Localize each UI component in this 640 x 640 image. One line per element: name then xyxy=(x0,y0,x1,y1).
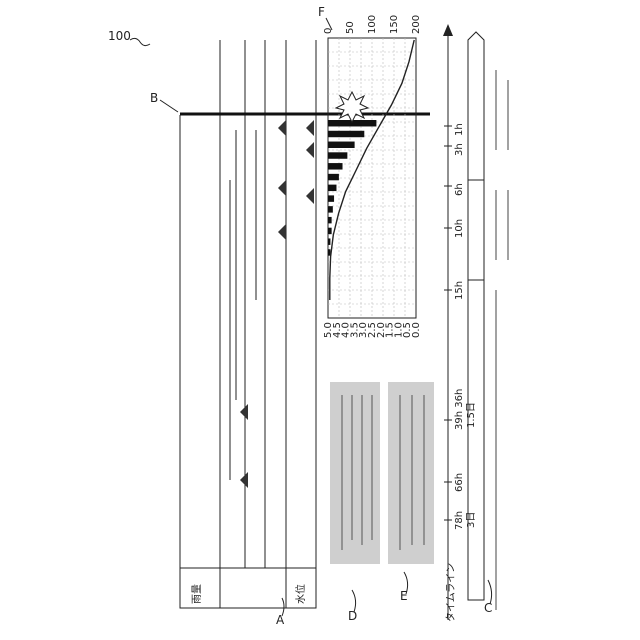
figure-number-leader xyxy=(130,38,150,45)
timeline-tick-label: 39h 36h xyxy=(454,389,465,430)
timeline-tick-label: 6h xyxy=(454,183,465,196)
info-box-e xyxy=(388,382,434,564)
callout-d: D xyxy=(348,609,357,623)
gauge-rain-ticks: 0 50 100 150 200 xyxy=(323,15,422,34)
alert-burst xyxy=(336,92,368,122)
rain-bar xyxy=(328,217,332,223)
callout-a: A xyxy=(276,613,285,627)
timeline-arrowhead xyxy=(443,24,453,36)
figure-number: 100 xyxy=(108,29,131,43)
rain-bar xyxy=(328,131,364,137)
rain-bar xyxy=(328,249,330,255)
row-lines xyxy=(180,40,316,568)
triangle-markers xyxy=(240,120,314,488)
timeline-tick-label: 78h xyxy=(454,511,465,530)
timeline-tick-label: 10h xyxy=(454,219,465,238)
timeline-tick-label: 15h xyxy=(454,281,465,300)
right-column-text xyxy=(496,70,508,610)
rain-tick-label: 100 xyxy=(367,15,378,34)
rain-tick-label: 50 xyxy=(345,21,356,34)
timeline-ticks: 78h 66h 39h 36h 15h 10h 6h 3h 1h xyxy=(444,123,465,530)
timeline-tick-label: 1h xyxy=(454,123,465,136)
callout-c: C xyxy=(484,601,492,615)
rainfall-section-label: 雨量 xyxy=(191,584,203,604)
rain-bar xyxy=(328,163,343,169)
rain-bar xyxy=(328,152,347,158)
rain-tick-label: 200 xyxy=(411,15,422,34)
gauge-level-ticks: 0.00.51.01.52.02.53.03.54.04.55.0 xyxy=(323,322,422,338)
rain-bar xyxy=(328,174,339,180)
rain-tick-label: 150 xyxy=(389,15,400,34)
rain-bar xyxy=(328,206,333,212)
rain-bar xyxy=(328,195,334,201)
rain-tick-label: 0 xyxy=(323,28,334,34)
timeline-tick-label: 66h xyxy=(454,473,465,492)
timeline-tick-label: 3h xyxy=(454,143,465,156)
level-tick-label: 5.0 xyxy=(323,322,334,338)
leader-b xyxy=(160,100,178,112)
timeline-label: タイムライン xyxy=(445,563,457,622)
rain-bar xyxy=(328,142,355,148)
water-level-section-label: 水位 xyxy=(294,584,307,604)
rain-bar xyxy=(328,185,336,191)
rain-bar xyxy=(328,228,332,234)
gauge-chart: 0 50 100 150 200 0.00.51.01.52.02.53.03.54.0… xyxy=(323,15,422,338)
gauge-bars xyxy=(328,120,376,256)
callout-f: F xyxy=(318,5,325,19)
event-arrows xyxy=(230,130,256,480)
rain-bar xyxy=(328,238,330,244)
callout-b: B xyxy=(150,91,158,105)
